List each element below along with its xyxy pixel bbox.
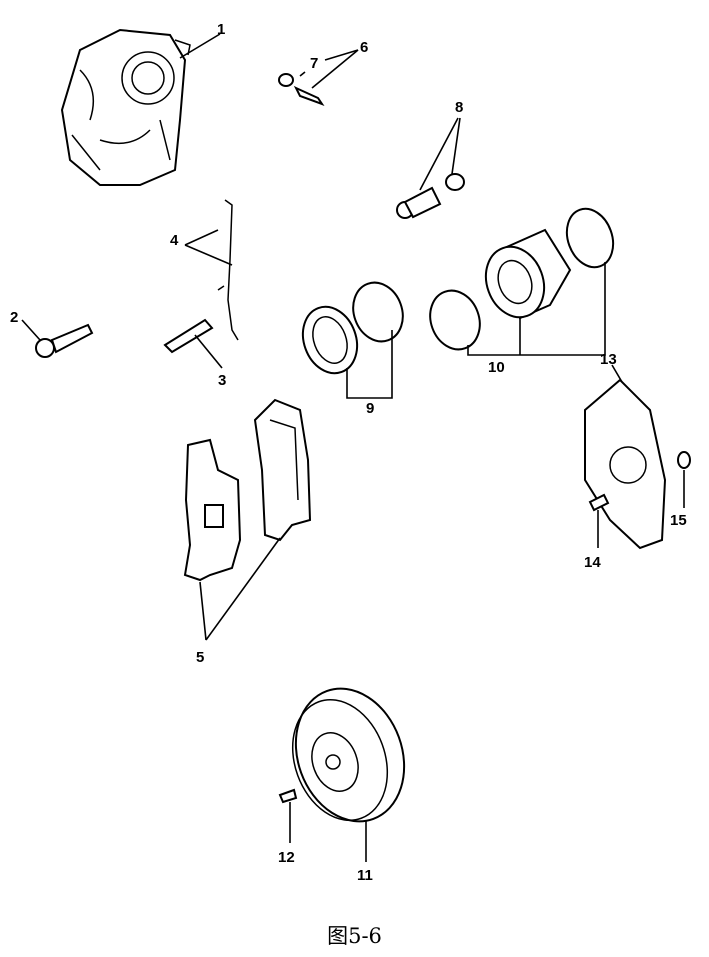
retaining-spring: [217, 199, 239, 341]
shield-nut: [677, 451, 691, 469]
bleeder-screw: [278, 73, 325, 106]
figure-caption: 图5-6: [327, 924, 382, 948]
piston-seal-set: [301, 281, 404, 375]
caliper-housing: [60, 28, 191, 186]
brake-pads: [183, 398, 312, 582]
shield-screw: [588, 493, 610, 512]
caliper-bolt: [35, 323, 94, 358]
callout-11: 11: [357, 867, 373, 884]
brake-rotor: [291, 687, 406, 823]
callout-14: 14: [584, 554, 601, 571]
callout-3: 3: [218, 372, 226, 389]
callout-4: 4: [170, 232, 179, 249]
callout-8: 8: [455, 99, 463, 116]
callout-2: 2: [10, 309, 18, 326]
callout-6: 6: [360, 39, 368, 56]
dust-shield: [584, 378, 667, 550]
guide-pin: [163, 318, 214, 354]
callout-7: 7: [310, 55, 318, 72]
rotor-screw: [278, 788, 298, 804]
callout-5: 5: [196, 649, 204, 666]
callout-15: 15: [670, 512, 687, 529]
caliper-piston: [429, 207, 615, 351]
callout-1: 1: [217, 21, 225, 38]
callout-13: 13: [600, 351, 617, 368]
callout-12: 12: [278, 849, 295, 866]
callout-10: 10: [488, 359, 505, 376]
guide-pin-sleeve: [396, 173, 465, 219]
callout-9: 9: [366, 400, 374, 417]
